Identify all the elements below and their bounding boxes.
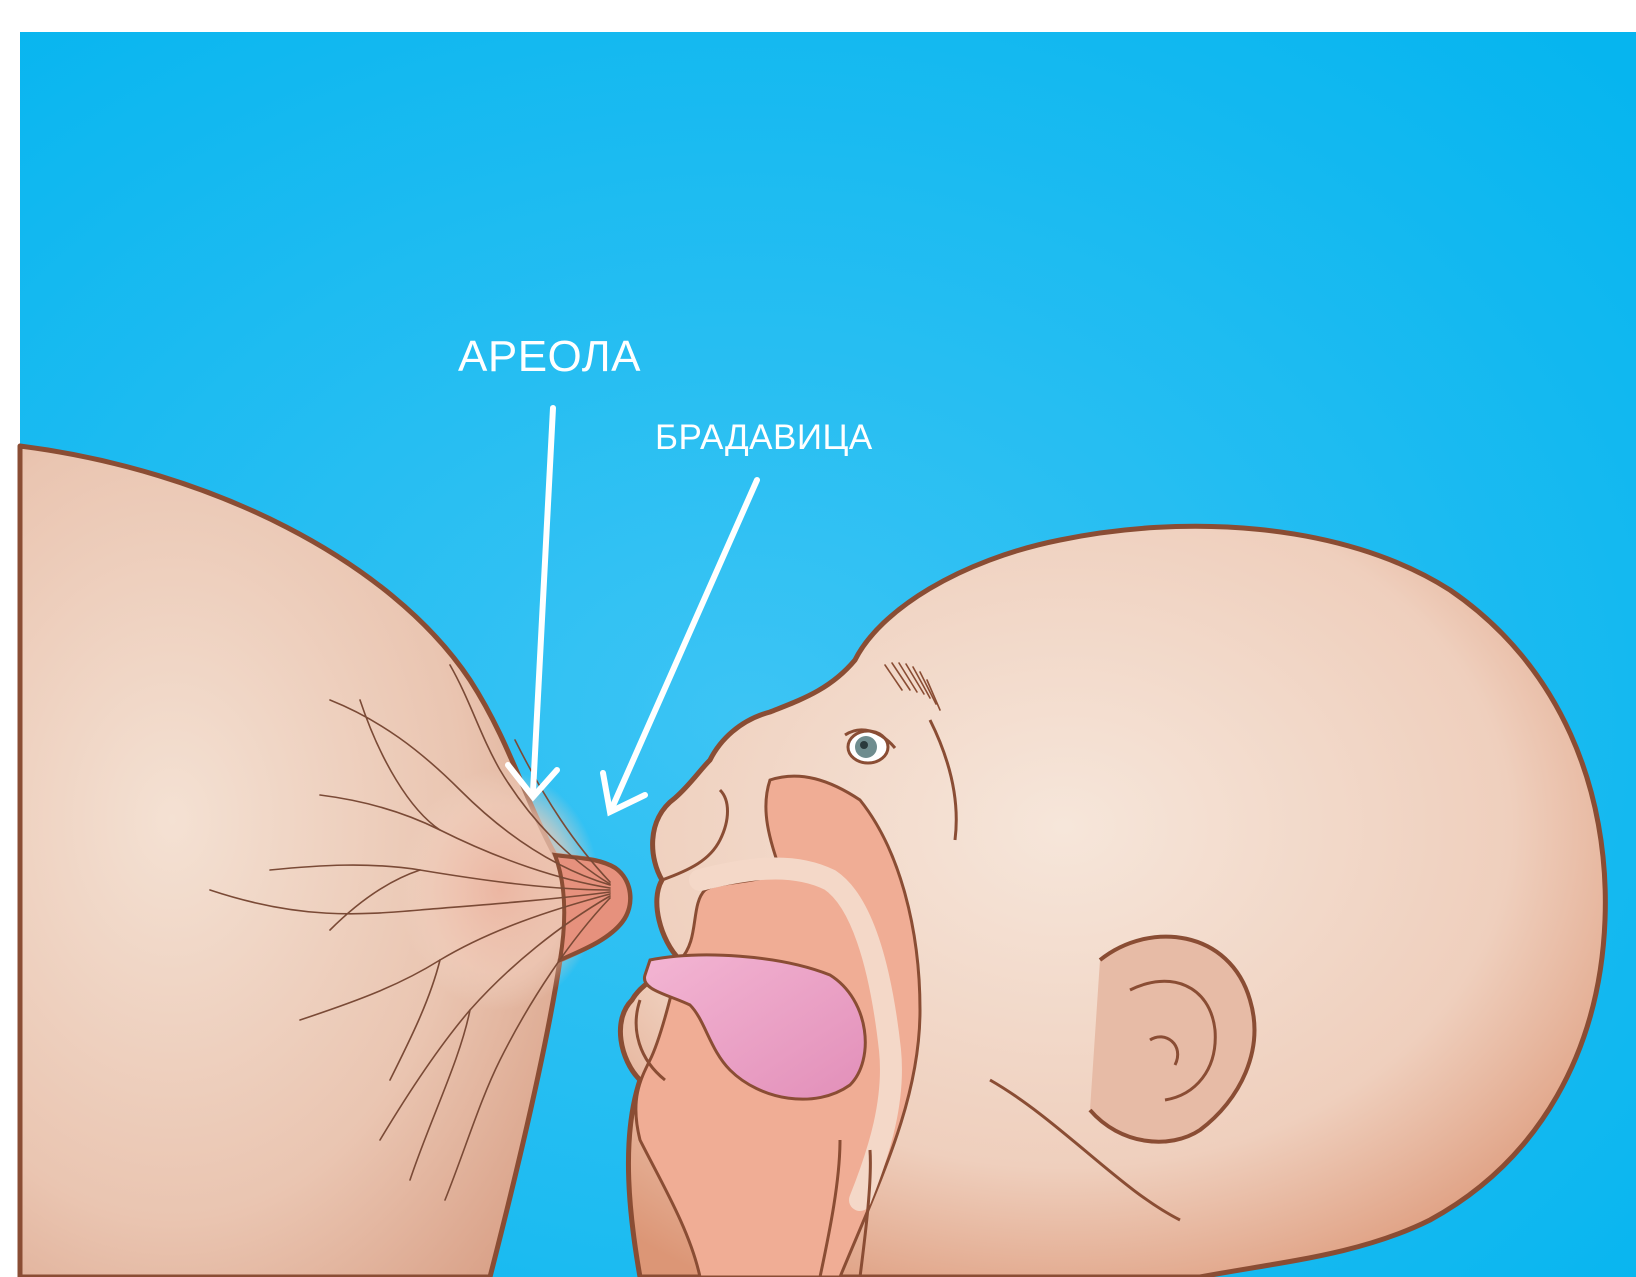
label-nipple: БРАДАВИЦА [655,418,873,458]
label-areola: АРЕОЛА [458,332,641,382]
